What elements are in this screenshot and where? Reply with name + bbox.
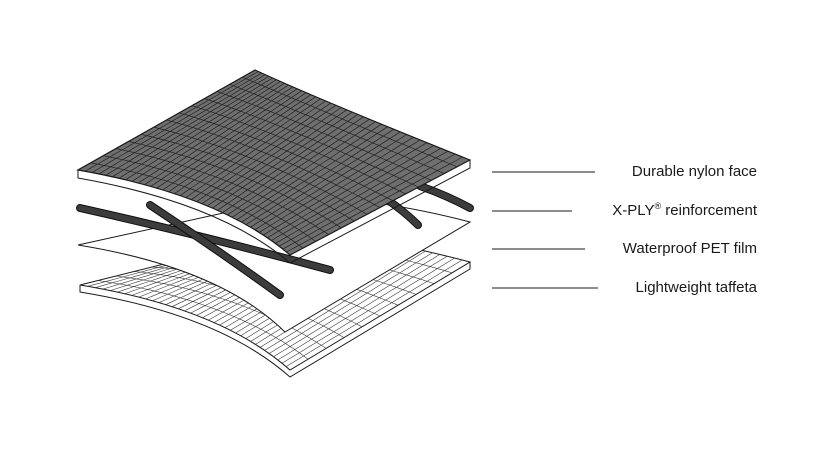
xply-fibers	[76, 182, 474, 299]
label-xply-name: X-PLY	[612, 202, 655, 219]
grid-line	[103, 155, 316, 242]
label-xply-suffix: reinforcement	[661, 202, 757, 219]
grid-line	[128, 141, 342, 229]
grid-line	[90, 162, 304, 249]
grid-line	[97, 280, 309, 360]
registered-mark: ®	[654, 201, 662, 211]
grid-line	[191, 105, 406, 195]
grid-line	[229, 83, 445, 174]
taffeta-thickness-edge	[79, 262, 471, 378]
label-xply-reinforcement: X-PLY® reinforcement	[612, 202, 757, 220]
face-grid	[84, 71, 463, 253]
face-layer	[76, 69, 472, 264]
face-thickness-edge	[77, 160, 471, 264]
label-durable-nylon-face: Durable nylon face	[631, 163, 757, 180]
grid-line	[166, 119, 381, 208]
grid-line	[179, 112, 394, 202]
grid-line	[204, 98, 419, 188]
label-waterproof-pet-film: Waterproof PET film	[622, 240, 757, 257]
grid-line	[242, 76, 458, 168]
grid-line	[141, 133, 355, 222]
xply-fiber	[417, 183, 473, 211]
label-lightweight-taffeta: Lightweight taffeta	[635, 279, 757, 296]
grid-line	[115, 275, 327, 349]
grid-line	[216, 91, 432, 181]
leader-lines	[492, 171, 598, 289]
xply-fiber	[147, 202, 283, 298]
grid-line	[115, 148, 329, 235]
grid-line	[153, 126, 368, 215]
